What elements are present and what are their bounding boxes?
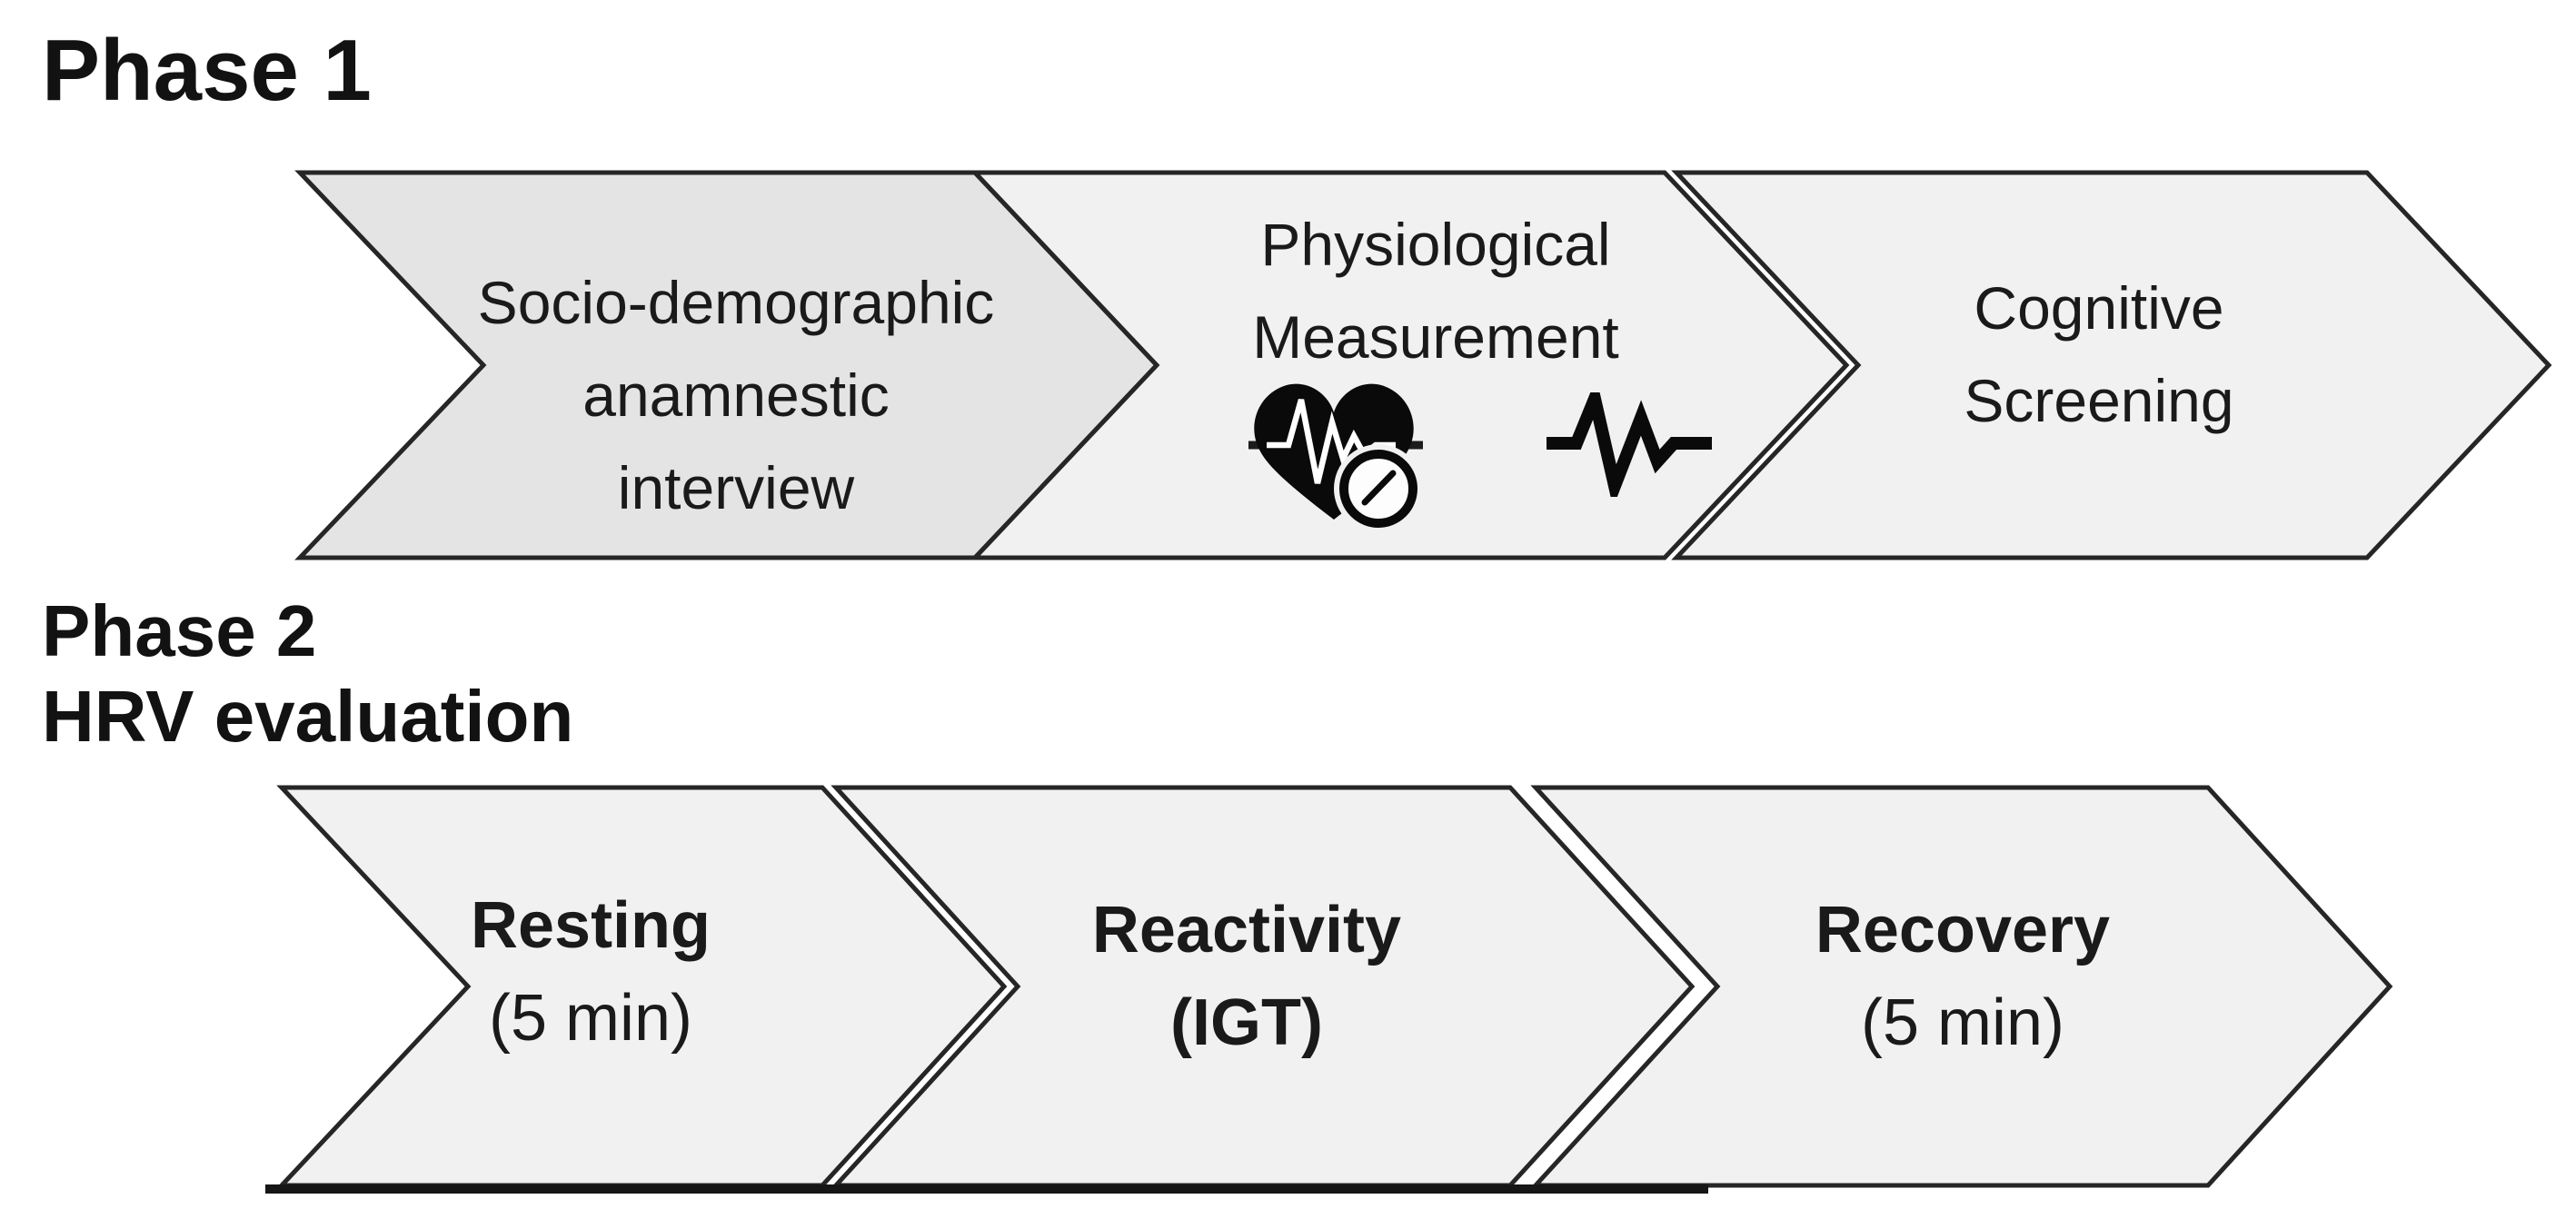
step-duration: (5 min) [488,982,692,1055]
gauge-needle [1361,470,1397,506]
step-label-line: Screening [1964,367,2234,434]
phase2-title-line1: Phase 2 [42,590,317,671]
ecg-pulse-icon [1547,392,1712,497]
chevron-cognitive-screening [1671,170,2552,560]
step-label-cognitive-screening: Cognitive Screening [1781,245,2417,463]
chevron-recovery [1530,785,2393,1188]
step-duration: (IGT) [1170,986,1323,1059]
pulse-line [1547,392,1712,497]
step-label-line: Physiological [1260,210,1611,278]
step-label-line: interview [617,454,855,522]
step-label-resting: Resting (5 min) [382,863,800,1081]
heart-rate-monitor-icon [1248,383,1423,533]
step-label-reactivity: Reactivity (IGT) [974,863,1519,1090]
step-title: Resting [470,888,711,962]
step-label-physiological-measurement: Physiological Measurement [1118,186,1754,395]
step-label-line: anamnestic [582,361,890,429]
step-label-recovery: Recovery (5 min) [1690,863,2235,1090]
step-label-line: Measurement [1252,303,1619,371]
step-duration: (5 min) [1860,986,2064,1059]
phase2-flow [265,785,2393,1194]
phase2-title: Phase 2 HRV evaluation [42,589,573,760]
step-label-line: Cognitive [1974,273,2224,342]
step-title: Reactivity [1091,893,1402,966]
step-label-line: Socio-demographic [477,268,995,336]
phase1-title: Phase 1 [42,22,372,119]
phase2-title-line2: HRV evaluation [42,676,574,758]
step-label-socio-demographic: Socio-demographic anamnestic interview [427,245,1045,545]
step-title: Recovery [1815,893,2111,966]
